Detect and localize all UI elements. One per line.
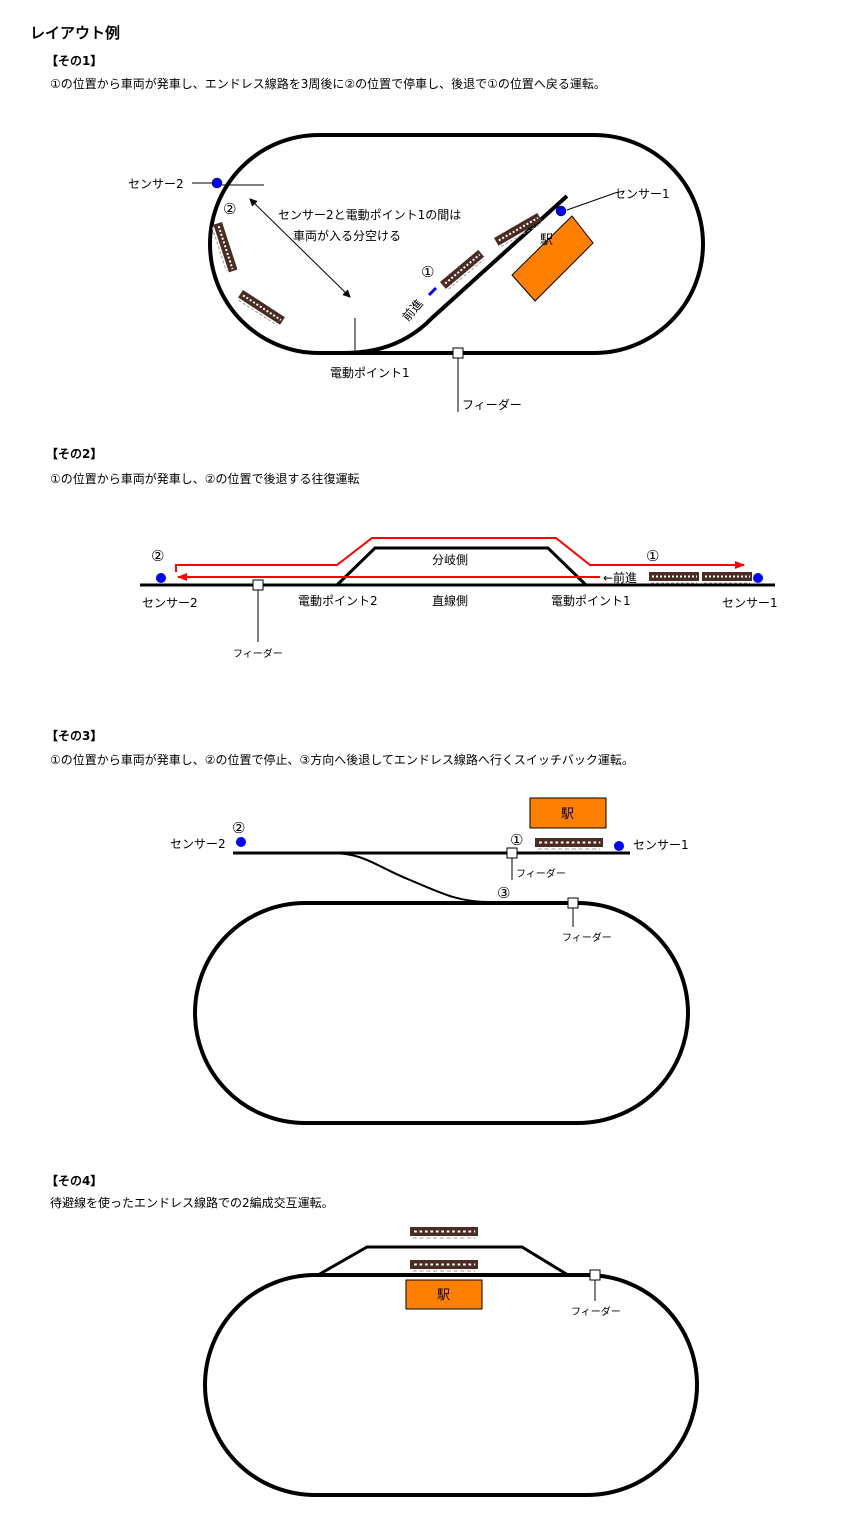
forward-arrow-icon [427,286,438,297]
distance-arrow [249,198,351,298]
branch-track [335,546,588,587]
train-car [701,571,753,584]
sensor-2-icon [211,177,223,189]
page-title: レイアウト例 [30,24,121,42]
note-line-1: センサー2と電動ポイント1の間は [278,208,461,222]
sensor-1-icon [753,573,763,583]
train-car [408,1258,480,1273]
section-3-description: ①の位置から車両が発車し、②の位置で停止、③方向へ後退してエンドレス線路へ行くス… [50,753,634,767]
position-2-marker: ② [232,819,245,837]
position-1-marker: ① [510,831,523,849]
note-line-2: 車両が入る分空ける [293,228,401,243]
point-1-label: 電動ポイント1 [551,594,631,608]
station-label: 駅 [561,807,574,822]
position-1-marker: ① [646,547,659,565]
feeder-label: フィーダー [571,1305,621,1318]
section-2-heading: 【その2】 [46,447,103,461]
feeder-label: フィーダー [516,867,566,880]
section-1-heading: 【その1】 [46,54,103,68]
sensor-1-label: センサー1 [633,838,689,852]
position-2-marker: ② [151,547,164,565]
position-2-marker: ② [223,200,236,218]
route-forward-arrow [175,537,745,572]
feeder-icon [506,847,518,859]
sensor-1-icon [555,205,567,217]
section-4-description: 待避線を使ったエンドレス線路での2編成交互運転。 [50,1196,334,1210]
train-car [439,248,487,292]
endless-loop-track [208,133,705,355]
station-block [529,797,607,829]
sensor-1-icon [614,841,624,851]
sensor-2-icon [236,837,246,847]
feeder-label: フィーダー [562,931,612,944]
station-label: 駅 [437,1288,450,1303]
endless-loop-track [193,901,690,1125]
sensor-1-leader [566,192,616,211]
station-block [511,215,594,302]
sensor-2-label: センサー2 [142,596,198,610]
station-label: 駅 [540,233,553,248]
train-car [533,836,605,851]
sensor-2-icon [156,573,166,583]
position-1-marker: ① [421,263,434,281]
feeder-icon [567,897,579,909]
sensor-2-label: センサー2 [128,177,184,191]
layout-1-diagram: 駅 センサー2 センサー1 センサー2と電動ポイント1の間は 車両が入る分空ける… [128,133,705,412]
section-1-description: ①の位置から車両が発車し、エンドレス線路を3周後に②の位置で停車し、後退で①の位… [50,77,606,91]
layout-4-diagram: 駅 フィーダー [203,1225,699,1497]
siding-track [344,194,569,355]
passing-siding-track [317,1245,569,1277]
section-4-heading: 【その4】 [46,1174,103,1188]
sensor-1-label: センサー1 [722,596,778,610]
feeder-label: フィーダー [233,647,283,660]
train-car [210,221,239,274]
connecting-track [329,852,491,903]
train-car [648,571,700,584]
section-3-heading: 【その3】 [46,729,103,743]
sensor-1-label: センサー1 [614,187,670,201]
point-1-label: 電動ポイント1 [330,366,410,380]
feeder-icon [452,347,464,359]
layout-2-diagram: ② ① ←前進 分岐側 直線側 センサー2 電動ポイント2 電動ポイント1 セン… [140,537,778,660]
layout-3-diagram: 駅 ② センサー2 ① センサー1 フィーダー ③ フィーダー [170,797,690,1125]
endless-loop-track [203,1273,699,1497]
branch-side-label: 分岐側 [432,553,468,567]
station-block [405,1279,483,1310]
point-2-label: 電動ポイント2 [298,594,378,608]
section-2-description: ①の位置から車両が発車し、②の位置で後退する往復運転 [50,472,360,486]
forward-label: ←前進 [603,570,637,585]
position-3-marker: ③ [497,884,510,902]
feeder-icon [252,579,264,591]
forward-label: 前進 [399,296,426,324]
feeder-label: フィーダー [462,397,522,412]
train-car [408,1225,480,1240]
sensor-2-label: センサー2 [170,837,226,851]
straight-side-label: 直線側 [432,593,468,608]
feeder-icon [589,1269,601,1281]
